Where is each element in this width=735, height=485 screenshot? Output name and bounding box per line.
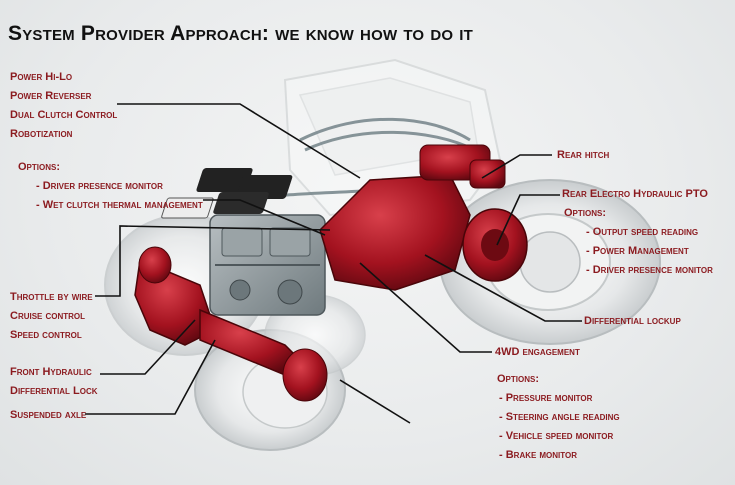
- label-throttle-by-wire: Throttle by wire: [10, 291, 93, 303]
- label-vehicle-speed-monitor: - Vehicle speed monitor: [499, 430, 614, 442]
- label-output-speed-reading: - Output speed reading: [586, 226, 699, 238]
- label-pto-options-heading: Options:: [564, 207, 607, 219]
- label-4wd-engagement: 4WD engagement: [495, 346, 580, 358]
- leader-4wd: [359, 262, 492, 353]
- label-power-management: - Power Management: [586, 245, 689, 257]
- transmission-label-group: Power Hi-Lo Power Reverser Dual Clutch C…: [10, 68, 117, 144]
- leader-lines: [85, 103, 582, 424]
- label-suspended-axle: Suspended axle: [10, 409, 87, 421]
- pto-label-group: Rear Electro Hydraulic PTO Options: - Ou…: [562, 185, 713, 280]
- leader-transmission: [117, 103, 361, 179]
- rear-hub-red: [462, 208, 528, 282]
- label-options-heading: Options:: [18, 161, 61, 173]
- label-cruise-control: Cruise control: [10, 310, 85, 322]
- leader-front-hydraulic: [100, 319, 196, 375]
- page-title: System Provider Approach: we know how to…: [8, 22, 473, 45]
- front-axle-red: [134, 246, 328, 402]
- leader-diff-lockup: [424, 254, 582, 322]
- label-speed-control: Speed control: [10, 329, 82, 341]
- label-brake-monitor: - Brake monitor: [499, 449, 578, 461]
- throttle-label-group: Throttle by wire Cruise control Speed co…: [10, 288, 93, 345]
- label-bottom-options-heading: Options:: [497, 373, 540, 385]
- label-differential-lock: Differential Lock: [10, 385, 98, 397]
- label-dual-clutch-control: Dual Clutch Control: [10, 109, 118, 121]
- label-rear-electro-hydraulic-pto: Rear Electro Hydraulic PTO: [562, 188, 708, 200]
- leader-rear-hitch: [481, 154, 552, 179]
- label-rear-hitch: Rear hitch: [557, 149, 610, 161]
- label-steering-angle-reading: - Steering angle reading: [499, 411, 620, 423]
- label-robotization: Robotization: [10, 128, 73, 140]
- leader-suspended-axle: [85, 339, 216, 415]
- label-differential-lockup: Differential lockup: [584, 315, 681, 327]
- label-wet-clutch-thermal-management: - Wet clutch thermal management: [36, 199, 203, 211]
- label-power-hi-lo: Power Hi-Lo: [10, 71, 73, 83]
- label-front-hydraulic: Front Hydraulic: [10, 366, 92, 378]
- rear-tire: [439, 179, 661, 345]
- label-pressure-monitor: - Pressure monitor: [499, 392, 593, 404]
- front-hydraulic-label-group: Front Hydraulic Differential Lock: [10, 363, 98, 401]
- label-pto-driver-presence-monitor: - Driver presence monitor: [586, 264, 713, 276]
- options-bottom-label-group: Options: - Pressure monitor - Steering a…: [497, 370, 620, 465]
- leader-throttle: [95, 225, 331, 297]
- leader-pto: [496, 194, 560, 246]
- options-left-label-group: Options: - Driver presence monitor - Wet…: [18, 158, 203, 215]
- engine-block: [209, 214, 326, 316]
- leader-options-left: [203, 199, 326, 236]
- transmission-red: [319, 144, 506, 291]
- leader-options-bottom: [339, 379, 411, 424]
- label-power-reverser: Power Reverser: [10, 90, 92, 102]
- ecu-modules: [161, 168, 293, 219]
- label-driver-presence-monitor: - Driver presence monitor: [36, 180, 163, 192]
